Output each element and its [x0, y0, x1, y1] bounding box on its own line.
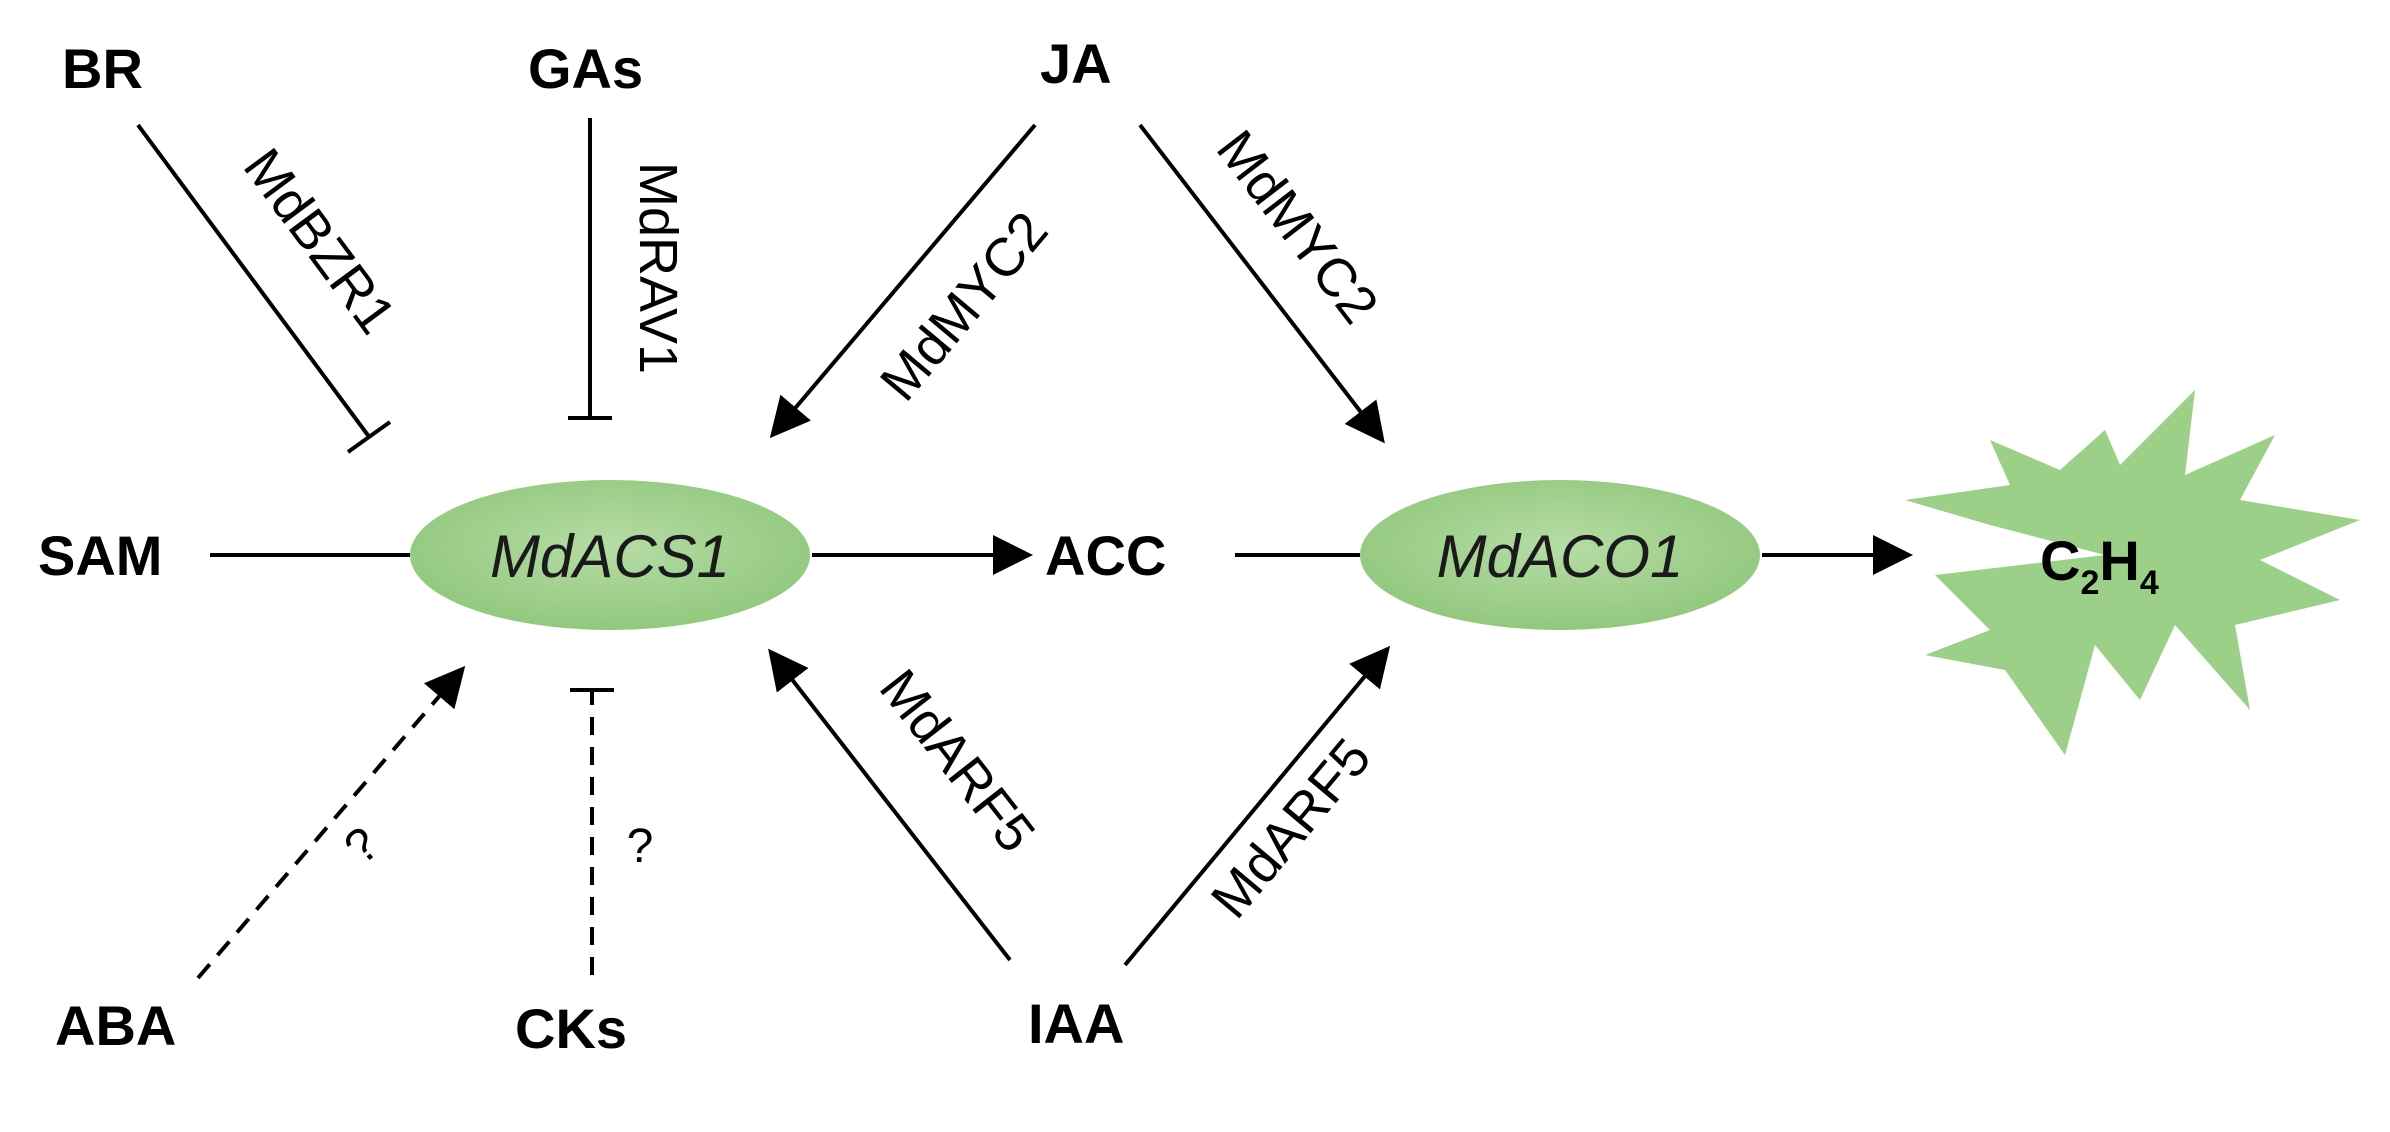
enzyme-acs1-label: MdACS1	[490, 523, 730, 590]
ethylene-label: C2H4	[2040, 529, 2159, 602]
ethylene-burst-shape	[1905, 390, 2360, 755]
node-aba: ABA	[55, 994, 176, 1057]
edge-label-iaa-aco1: MdARF5	[1200, 728, 1383, 930]
ja-to-aco1-arrow	[1138, 123, 1385, 444]
aco1-ellipse	[1360, 480, 1760, 630]
node-ja: JA	[1040, 32, 1112, 95]
edge-label-cks-acs1: ?	[627, 820, 654, 873]
node-cks: CKs	[515, 997, 627, 1060]
edge-label-iaa-acs1: MdARF5	[868, 659, 1046, 864]
aba-to-acs1-dashed-arrow	[196, 665, 466, 980]
iaa-to-acs1-arrow	[768, 648, 1012, 962]
node-br: BR	[62, 37, 143, 100]
enzyme-aco1-label: MdACO1	[1437, 523, 1684, 590]
edge-label-ja-acs1: MdMYC2	[869, 201, 1060, 412]
node-sam: SAM	[38, 524, 162, 587]
edge-label-aba-acs1: ?	[335, 817, 390, 875]
acs1-ellipse	[410, 480, 810, 630]
br-inhibit-bar	[346, 420, 392, 454]
br-inhibit-line	[136, 123, 372, 440]
edge-label-gas-acs1: MdRAV1	[628, 162, 688, 374]
ja-to-acs1-arrow	[769, 123, 1037, 439]
node-iaa: IAA	[1028, 992, 1124, 1055]
node-acc: ACC	[1045, 524, 1166, 587]
edge-label-br-acs1: MdBZR1	[232, 138, 407, 345]
edge-label-ja-aco1: MdMYC2	[1205, 120, 1390, 335]
node-gas: GAs	[528, 37, 643, 100]
iaa-to-aco1-arrow	[1123, 645, 1391, 967]
